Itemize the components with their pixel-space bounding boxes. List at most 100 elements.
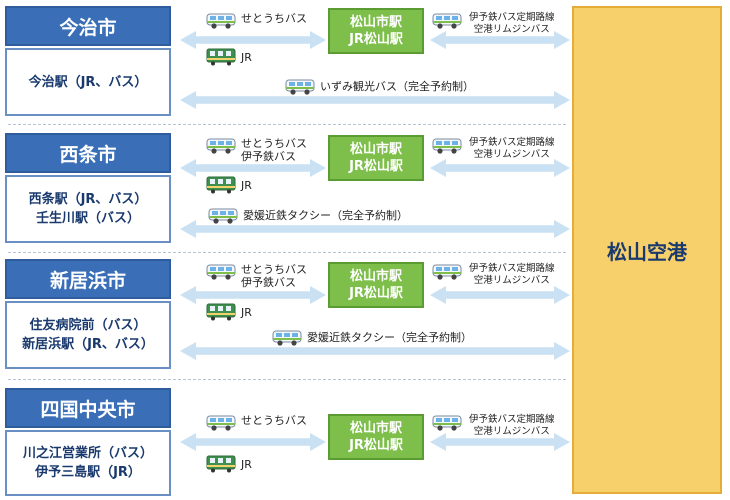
bus-icon: [206, 138, 236, 154]
bus-icon: [206, 415, 236, 431]
station-name: 松山市駅: [349, 15, 402, 30]
airport-route-name: 空港リムジンバス: [473, 24, 550, 35]
station-to-airport-routes: 伊予鉄バス定期路線空港リムジンバス: [469, 414, 555, 438]
train-icon: [206, 303, 236, 321]
station-name: JR松山駅: [349, 159, 403, 174]
arrow-direct-to-airport-shape: [180, 342, 570, 360]
direct-route-name: 愛媛近鉄タクシー（完全予約制）: [243, 209, 408, 222]
origin-station: 新居浜駅（JR、バス）: [22, 337, 154, 352]
city-name: 西条市: [59, 143, 117, 166]
arrow-station-to-airport: [430, 31, 570, 49]
airport-route-name: 空港リムジンバス: [473, 275, 550, 286]
arrow-city-to-station: [180, 159, 326, 177]
bus-icon: [285, 79, 315, 95]
arrow-city-to-station: [180, 286, 326, 304]
bus-icon: [206, 264, 236, 280]
bus-icon: [432, 415, 462, 431]
airport-route-name: 伊予鉄バス定期路線: [469, 12, 555, 23]
airport-box: 松山空港: [572, 6, 722, 494]
bus-icon: [432, 13, 462, 29]
city-origin-stations: 住友病院前（バス） 新居浜駅（JR、バス）: [5, 301, 171, 369]
origin-station: 今治駅（JR、バス）: [28, 74, 148, 90]
arrow-station-to-airport: [430, 159, 570, 177]
rail-route-name: JR: [241, 458, 252, 471]
city-header: 今治市: [5, 6, 171, 46]
station-to-airport-routes: 伊予鉄バス定期路線空港リムジンバス: [469, 12, 555, 36]
arrow-city-to-station-shape: [180, 286, 326, 304]
city-origin-stations: 西条駅（JR、バス） 壬生川駅（バス）: [5, 175, 171, 243]
bus-icon: [432, 138, 462, 154]
bus-route-name: 伊予鉄バス: [241, 276, 296, 289]
bus-routes-to-station: せとうちバス: [241, 12, 307, 25]
matsuyama-station-box: 松山市駅 JR松山駅: [328, 262, 424, 308]
bus-routes-to-station: せとうちバス伊予鉄バス: [241, 263, 307, 289]
arrow-direct-to-airport: [180, 342, 570, 360]
arrow-city-to-station: [180, 31, 326, 49]
city-name: 新居浜市: [49, 269, 126, 292]
bus-icon: [208, 208, 238, 224]
matsuyama-station-box: 松山市駅 JR松山駅: [328, 8, 424, 54]
group-divider: [8, 124, 566, 125]
arrow-direct-to-airport-shape: [180, 220, 570, 238]
direct-route-name: いずみ観光バス（完全予約制）: [320, 80, 474, 93]
arrow-city-to-station: [180, 433, 326, 451]
rail-route-name: JR: [241, 306, 252, 319]
arrow-city-to-station-shape: [180, 159, 326, 177]
rail-route-name: JR: [241, 179, 252, 192]
train-icon: [206, 176, 236, 194]
bus-icon: [272, 330, 302, 346]
station-to-airport-routes: 伊予鉄バス定期路線空港リムジンバス: [469, 137, 555, 161]
bus-route-name: 伊予鉄バス: [241, 150, 296, 163]
group-divider: [8, 379, 566, 380]
airport-route-name: 伊予鉄バス定期路線: [469, 263, 555, 274]
arrow-city-to-station-shape: [180, 31, 326, 49]
airport-route-name: 伊予鉄バス定期路線: [469, 414, 555, 425]
station-name: JR松山駅: [349, 438, 403, 453]
bus-route-name: せとうちバス: [241, 137, 307, 150]
airport-label: 松山空港: [607, 239, 687, 264]
arrow-station-to-airport: [430, 433, 570, 451]
station-name: 松山市駅: [349, 421, 402, 436]
bus-icon: [432, 264, 462, 280]
arrow-station-to-airport-shape: [430, 31, 570, 49]
arrow-direct-to-airport: [180, 91, 570, 109]
bus-icon: [206, 13, 236, 29]
matsuyama-station-box: 松山市駅 JR松山駅: [328, 414, 424, 460]
bus-route-name: せとうちバス: [241, 12, 307, 25]
direct-route-name: 愛媛近鉄タクシー（完全予約制）: [307, 331, 472, 344]
city-header: 四国中央市: [5, 388, 171, 428]
origin-station: 壬生川駅（バス）: [35, 211, 140, 226]
rail-route-name: JR: [241, 51, 252, 64]
city-origin-stations: 今治駅（JR、バス）: [5, 48, 171, 116]
station-name: JR松山駅: [349, 286, 403, 301]
arrow-station-to-airport-shape: [430, 433, 570, 451]
station-name: 松山市駅: [349, 269, 402, 284]
origin-station: 住友病院前（バス）: [29, 318, 147, 333]
train-icon: [206, 455, 236, 473]
bus-routes-to-station: せとうちバス: [241, 414, 307, 427]
city-name: 四国中央市: [40, 398, 136, 421]
arrow-direct-to-airport: [180, 220, 570, 238]
city-origin-stations: 川之江営業所（バス） 伊予三島駅（JR）: [5, 430, 171, 496]
station-to-airport-routes: 伊予鉄バス定期路線空港リムジンバス: [469, 263, 555, 287]
matsuyama-station-box: 松山市駅 JR松山駅: [328, 135, 424, 181]
arrow-city-to-station-shape: [180, 433, 326, 451]
city-header: 西条市: [5, 133, 171, 173]
bus-routes-to-station: せとうちバス伊予鉄バス: [241, 137, 307, 163]
station-name: JR松山駅: [349, 32, 403, 47]
group-divider: [8, 252, 566, 253]
airport-route-name: 空港リムジンバス: [473, 149, 550, 160]
bus-route-name: せとうちバス: [241, 263, 307, 276]
train-icon: [206, 48, 236, 66]
airport-route-name: 伊予鉄バス定期路線: [469, 137, 555, 148]
city-header: 新居浜市: [5, 259, 171, 299]
airport-route-name: 空港リムジンバス: [473, 426, 550, 437]
arrow-station-to-airport-shape: [430, 159, 570, 177]
arrow-station-to-airport-shape: [430, 286, 570, 304]
city-name: 今治市: [59, 16, 117, 39]
origin-station: 西条駅（JR、バス）: [28, 192, 148, 207]
arrow-station-to-airport: [430, 286, 570, 304]
origin-station: 伊予三島駅（JR）: [35, 465, 141, 480]
origin-station: 川之江営業所（バス）: [22, 446, 153, 461]
station-name: 松山市駅: [349, 142, 402, 157]
